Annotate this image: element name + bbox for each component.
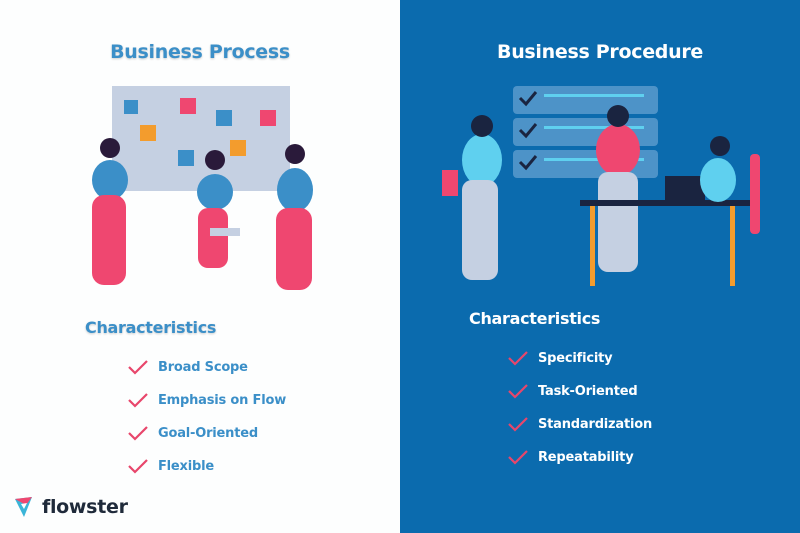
procedure-characteristics-heading: Characteristics [469, 309, 601, 328]
flowster-logo-icon [15, 497, 32, 517]
check-icon [508, 450, 528, 465]
check-icon [508, 384, 528, 399]
flowster-logo: flowster [12, 495, 128, 519]
process-item: Goal-Oriented [128, 425, 258, 441]
process-item: Flexible [128, 458, 214, 474]
check-icon [128, 459, 148, 474]
procedure-item: Task-Oriented [508, 383, 638, 399]
check-icon [128, 360, 148, 375]
procedure-title: Business Procedure [497, 41, 703, 63]
procedure-item: Repeatability [508, 449, 634, 465]
process-item: Broad Scope [128, 359, 248, 375]
check-icon [128, 393, 148, 408]
check-icon [508, 417, 528, 432]
process-characteristics-heading: Characteristics [85, 318, 217, 337]
process-item: Emphasis on Flow [128, 392, 286, 408]
check-icon [508, 351, 528, 366]
team-checklist-illustration [442, 86, 760, 286]
process-title: Business Process [110, 41, 290, 63]
procedure-item: Specificity [508, 350, 613, 366]
business-procedure-panel: Business Procedure Characteristics Speci… [400, 0, 800, 533]
procedure-item: Standardization [508, 416, 652, 432]
team-board-illustration [92, 86, 313, 290]
check-icon [128, 426, 148, 441]
business-process-panel: Business Process Characteristics Broad S… [12, 41, 313, 519]
